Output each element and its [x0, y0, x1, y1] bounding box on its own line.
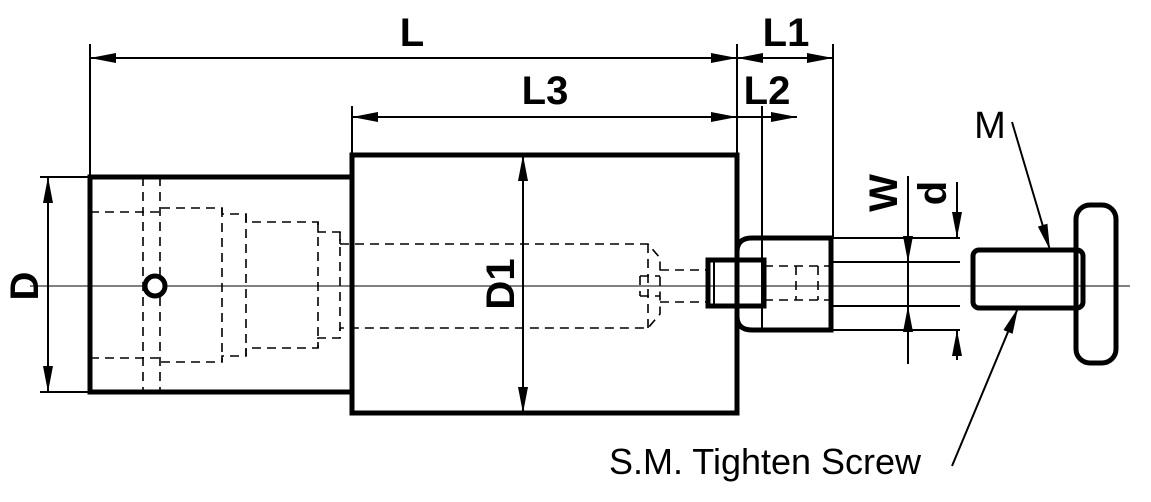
- cross-hole: [142, 273, 168, 299]
- nose-section: [734, 235, 834, 333]
- extension-lines: [40, 44, 960, 393]
- label-M: M: [974, 105, 1006, 147]
- main-body: [340, 152, 767, 416]
- leader-screw: [951, 307, 1019, 467]
- left-body: [87, 174, 355, 395]
- label-screw: S.M. Tighten Screw: [609, 441, 922, 482]
- tighten-screw: [970, 202, 1119, 366]
- leader-M: [1011, 121, 1051, 251]
- label-D: D: [3, 272, 47, 301]
- label-D1: D1: [479, 258, 523, 309]
- label-L3: L3: [522, 69, 569, 113]
- label-d: d: [911, 181, 955, 205]
- label-L: L: [400, 11, 424, 55]
- label-L2: L2: [744, 69, 791, 113]
- label-L1: L1: [763, 11, 810, 55]
- label-W: W: [862, 174, 906, 212]
